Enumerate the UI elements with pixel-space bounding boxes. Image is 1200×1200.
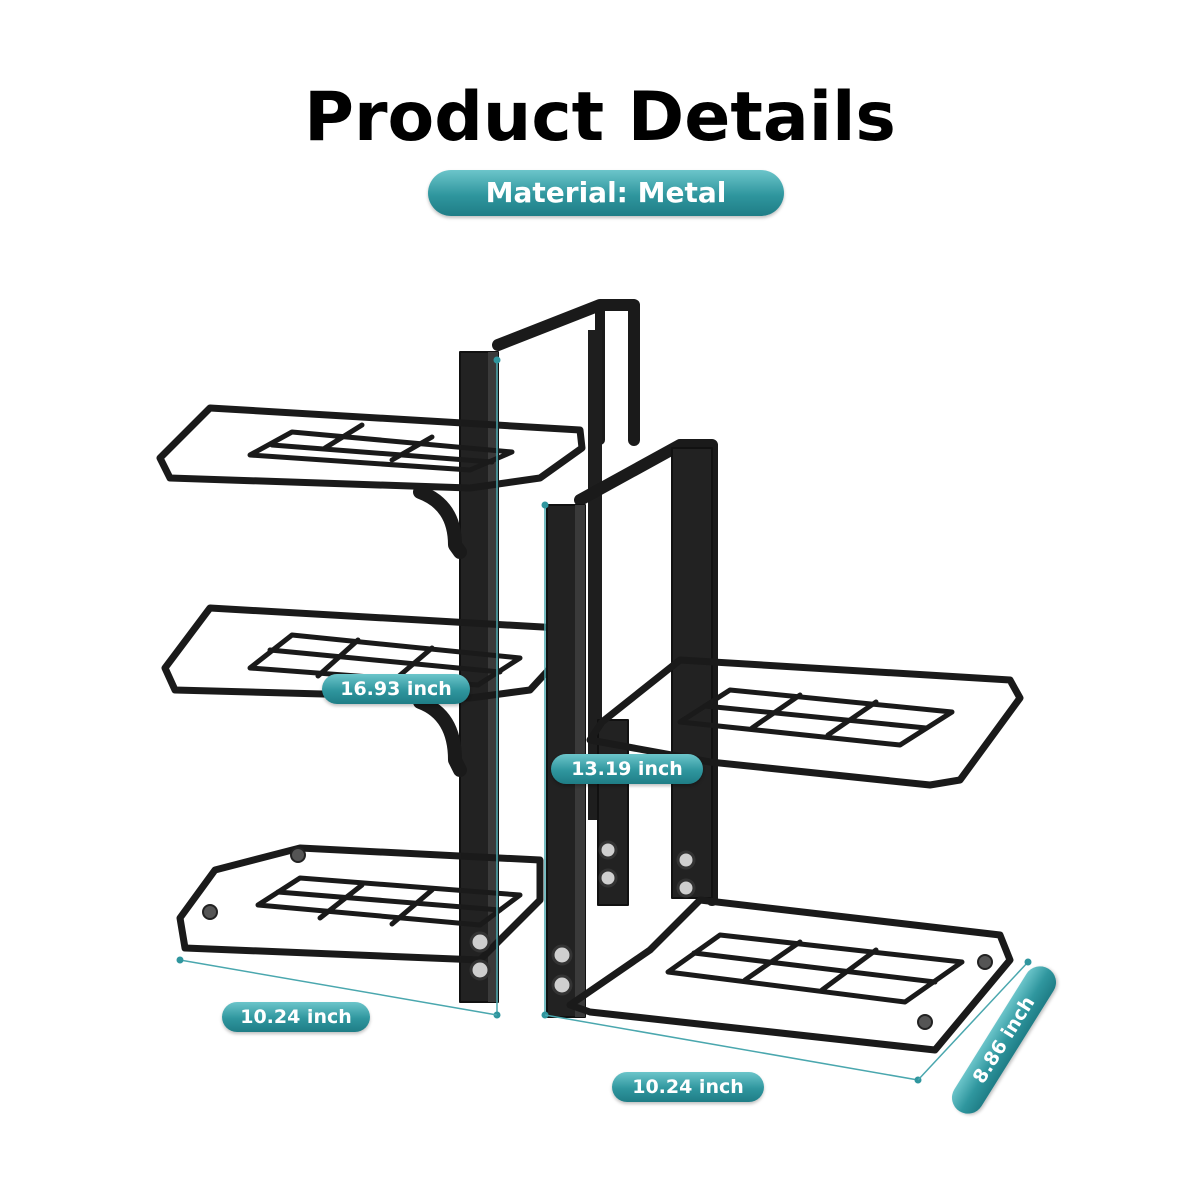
right-shelf-top bbox=[586, 656, 1024, 789]
page-title: Product Details bbox=[304, 78, 896, 157]
left-shelf-top bbox=[156, 404, 586, 492]
right-width-label: 10.24 inch bbox=[612, 1072, 764, 1102]
left-bracket-mid bbox=[413, 695, 467, 777]
material-badge: Material: Metal bbox=[428, 170, 784, 216]
left-back-frame bbox=[492, 299, 640, 820]
right-height-label: 13.19 inch bbox=[551, 754, 703, 784]
left-shelf-bot bbox=[176, 844, 544, 964]
depth-line bbox=[917, 961, 1029, 1081]
left-width-label: 10.24 inch bbox=[222, 1002, 370, 1032]
left-width-line bbox=[179, 959, 498, 1016]
right-width-line bbox=[544, 1014, 919, 1081]
right-back-frame bbox=[574, 439, 718, 906]
left-bracket-top bbox=[413, 485, 467, 559]
left-height-label: 16.93 inch bbox=[322, 674, 470, 704]
right-shelf-bot bbox=[566, 896, 1014, 1054]
